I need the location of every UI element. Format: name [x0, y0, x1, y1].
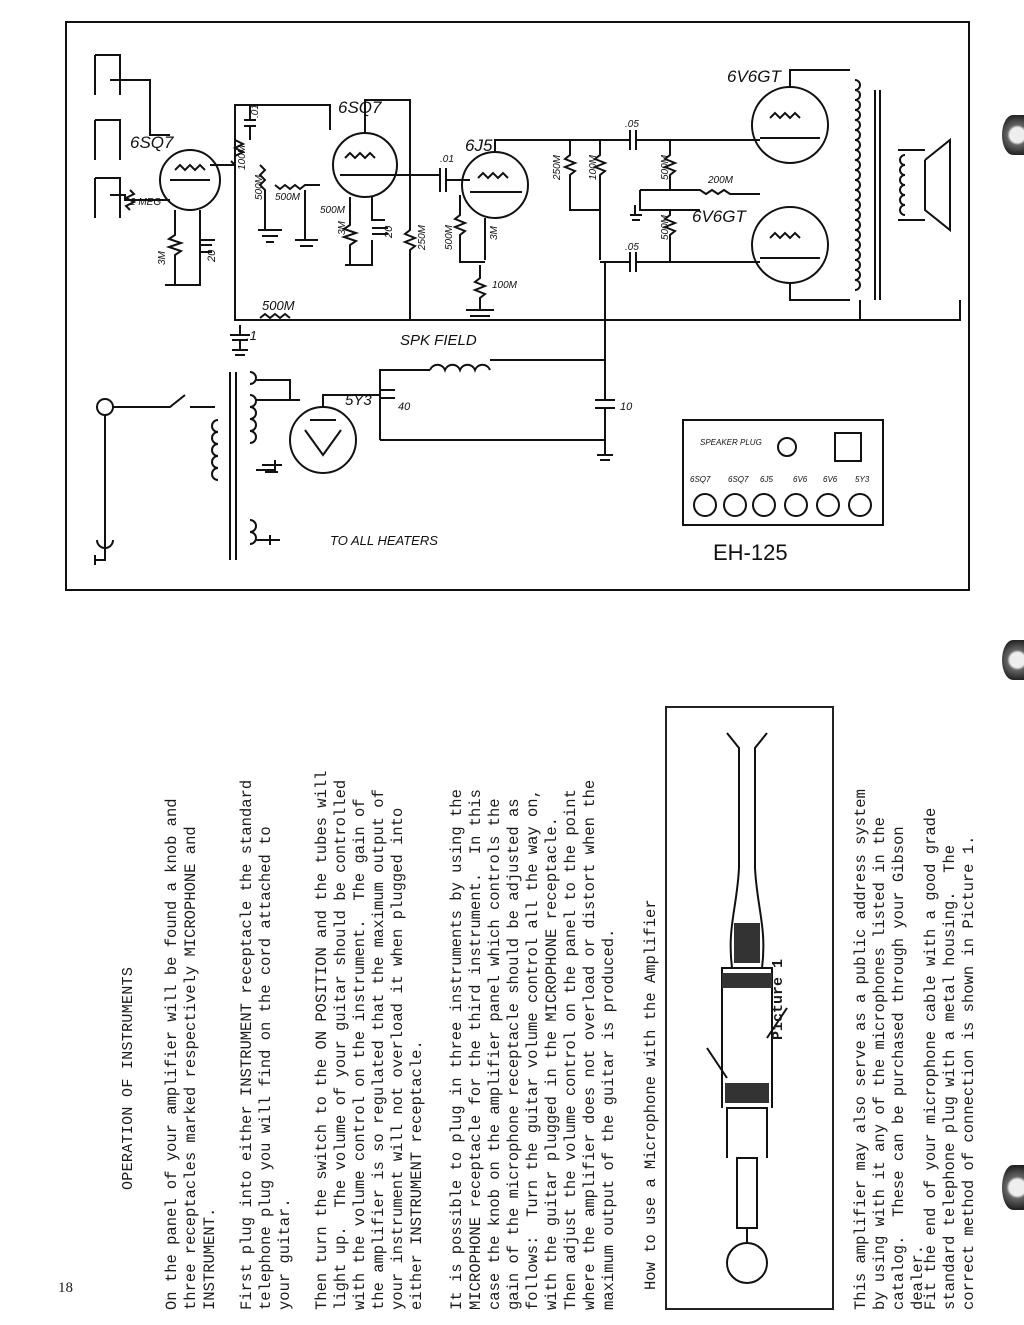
svg-text:6SQ7: 6SQ7 [728, 475, 749, 484]
binding-hole-top [1002, 115, 1024, 155]
instructions-rotated-block: OPERATION OF INSTRUMENTS On the panel of… [70, 70, 950, 1310]
binding-hole-middle [1002, 640, 1024, 680]
svg-text:500M: 500M [262, 298, 295, 313]
amplifier-schematic: 6SQ7 6SQ7 6J5 6V6GT 6V6GT 5Y3 .01 100M 5… [65, 21, 970, 591]
picture-1-frame [665, 706, 834, 1310]
svg-text:3M: 3M [489, 225, 500, 240]
svg-text:10: 10 [620, 401, 633, 413]
svg-text:100M: 100M [237, 144, 248, 170]
svg-text:250M: 250M [552, 154, 563, 181]
paragraph-instrument-plug: First plug into either INSTRUMENT recept… [238, 779, 294, 1310]
label-6j5: 6J5 [465, 136, 493, 155]
paragraph-switch-on: Then turn the switch to the ON POSITION … [313, 770, 426, 1311]
label-6sq7-2: 6SQ7 [338, 98, 382, 117]
svg-text:.05: .05 [625, 119, 639, 130]
svg-text:6V6: 6V6 [793, 475, 808, 484]
label-spk-field: SPK FIELD [400, 332, 477, 349]
svg-text:5Y3: 5Y3 [855, 475, 870, 484]
svg-text:6V6: 6V6 [823, 475, 838, 484]
paragraph-cable-block: Fit the end of your microphone cable wit… [922, 710, 979, 1310]
svg-text:.01: .01 [440, 154, 454, 165]
svg-text:250M: 250M [417, 224, 428, 251]
picture-caption: Picture 1 [770, 958, 787, 1040]
svg-text:500M: 500M [254, 174, 265, 200]
svg-text:100M: 100M [492, 280, 518, 291]
svg-text:20: 20 [206, 249, 218, 263]
microphone-heading: How to use a Microphone with the Amplifi… [642, 899, 660, 1290]
label-6v6gt-2: 6V6GT [692, 207, 747, 226]
binding-hole-bottom [1002, 1165, 1024, 1210]
label-6sq7-1: 6SQ7 [130, 133, 174, 152]
socket-panel [682, 419, 884, 526]
schematic-frame [65, 21, 970, 591]
svg-text:500M: 500M [660, 214, 671, 240]
paragraph-cable: Fit the end of your microphone cable wit… [922, 807, 978, 1310]
svg-text:100M: 100M [588, 154, 599, 180]
microphone-plug-illustration [706, 732, 788, 1284]
paragraph-panel: On the panel of your amplifier will be f… [163, 798, 219, 1310]
svg-text:3M: 3M [337, 220, 348, 235]
section-heading: OPERATION OF INSTRUMENTS [120, 966, 137, 1190]
svg-text:SPEAKER PLUG: SPEAKER PLUG [700, 438, 762, 447]
svg-text:40: 40 [398, 401, 411, 413]
svg-text:6SQ7: 6SQ7 [690, 475, 711, 484]
svg-text:20: 20 [383, 225, 395, 239]
model-label: EH-125 [713, 540, 788, 565]
svg-text:500M: 500M [660, 154, 671, 180]
svg-text:500M: 500M [275, 192, 301, 203]
paragraph-public-address: This amplifier may also serve as a publi… [852, 789, 927, 1310]
svg-text:500M: 500M [320, 205, 346, 216]
svg-text:.01: .01 [250, 104, 261, 118]
tube-6sq7-1 [159, 149, 221, 211]
svg-text:2 MEG: 2 MEG [129, 197, 161, 208]
label-6v6gt-1: 6V6GT [727, 67, 782, 86]
svg-text:3M: 3M [157, 250, 168, 265]
label-heaters: TO ALL HEATERS [330, 533, 438, 548]
label-5y3: 5Y3 [345, 392, 372, 409]
page-number: 18 [58, 1280, 73, 1296]
paragraph-three-instruments: It is possible to plug in three instrume… [448, 779, 618, 1310]
svg-text:200M: 200M [707, 175, 734, 186]
svg-text:500M: 500M [444, 224, 455, 250]
svg-text:6J5: 6J5 [760, 475, 773, 484]
svg-text:.1: .1 [246, 328, 257, 343]
svg-text:.05: .05 [625, 242, 639, 253]
